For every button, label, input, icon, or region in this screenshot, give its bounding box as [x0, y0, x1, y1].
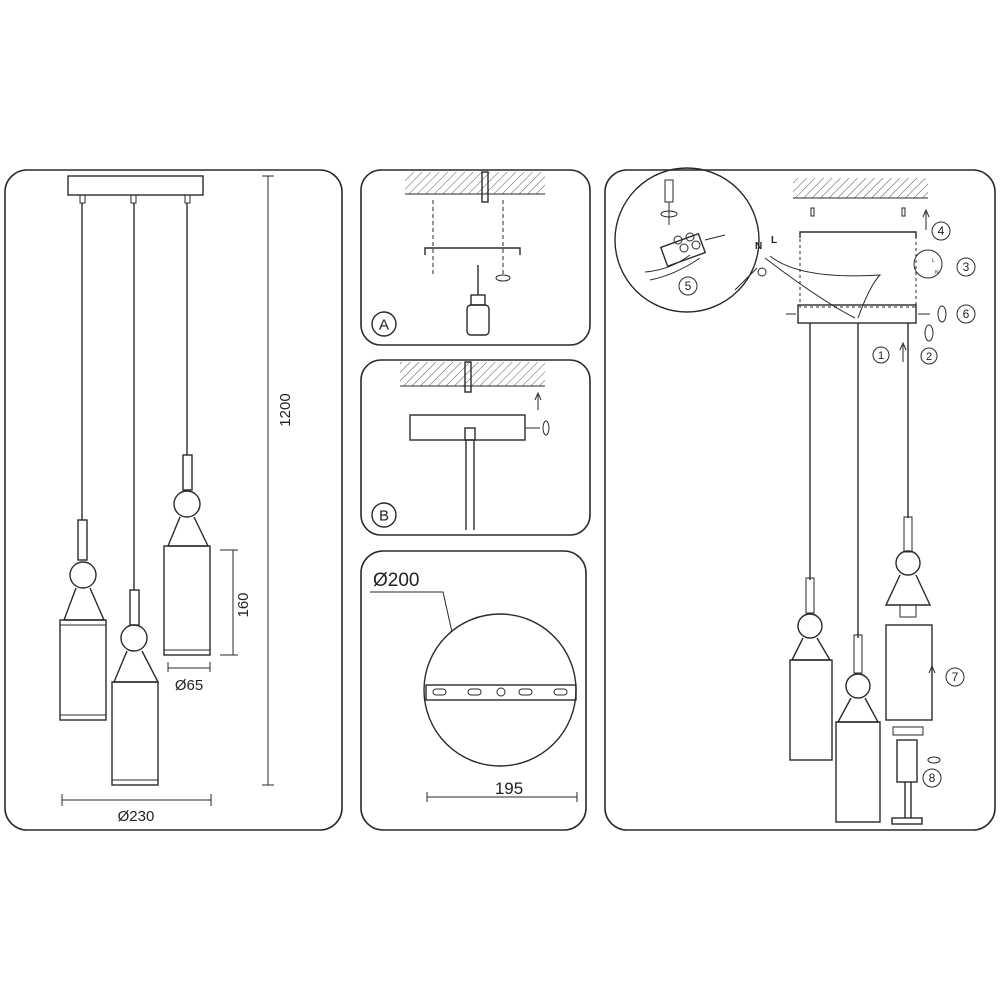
pendant-2 [111, 194, 160, 786]
canopy-plate-panel: Ø200 195 [360, 550, 587, 831]
height-dimension: 1200 [277, 393, 294, 426]
pendant-3 [163, 194, 211, 656]
cluster-diameter-dimension: Ø230 [118, 808, 155, 825]
bracket-length-label: 195 [495, 779, 523, 798]
detail-neutral-label: N [935, 270, 939, 276]
terminal-detail-callout [614, 167, 760, 313]
step-4-label: 4 [938, 224, 945, 238]
dimensions-panel: 1200 160 Ø65 Ø230 [4, 169, 343, 831]
ground-icon [757, 267, 767, 277]
canopy-diameter-label: Ø200 [373, 570, 419, 591]
step-6-label: 6 [963, 307, 970, 321]
shade-diameter-dimension: Ø65 [175, 677, 203, 694]
step-7-label: 7 [952, 670, 959, 684]
pendant-1 [59, 194, 107, 721]
screwdriver-icon [466, 265, 490, 336]
step-a-panel: A [360, 169, 591, 346]
step-b-panel: B [360, 359, 591, 536]
installed-canopy [797, 304, 917, 324]
step-8-label: 8 [929, 771, 936, 785]
detail-live-label: L [932, 258, 935, 264]
step-a-label: A [379, 317, 389, 334]
neutral-wire-label: N [755, 241, 762, 252]
step-3-label: 3 [963, 260, 970, 274]
step-2-label: 2 [926, 351, 932, 363]
step-1-label: 1 [878, 350, 884, 362]
live-wire-label: L [771, 235, 777, 246]
step-b-label: B [379, 508, 389, 525]
step-5-label: 5 [685, 279, 692, 293]
installation-panel: 5 4 N L L N 3 6 1 2 [604, 167, 996, 831]
shade-length-dimension: 160 [235, 592, 252, 617]
